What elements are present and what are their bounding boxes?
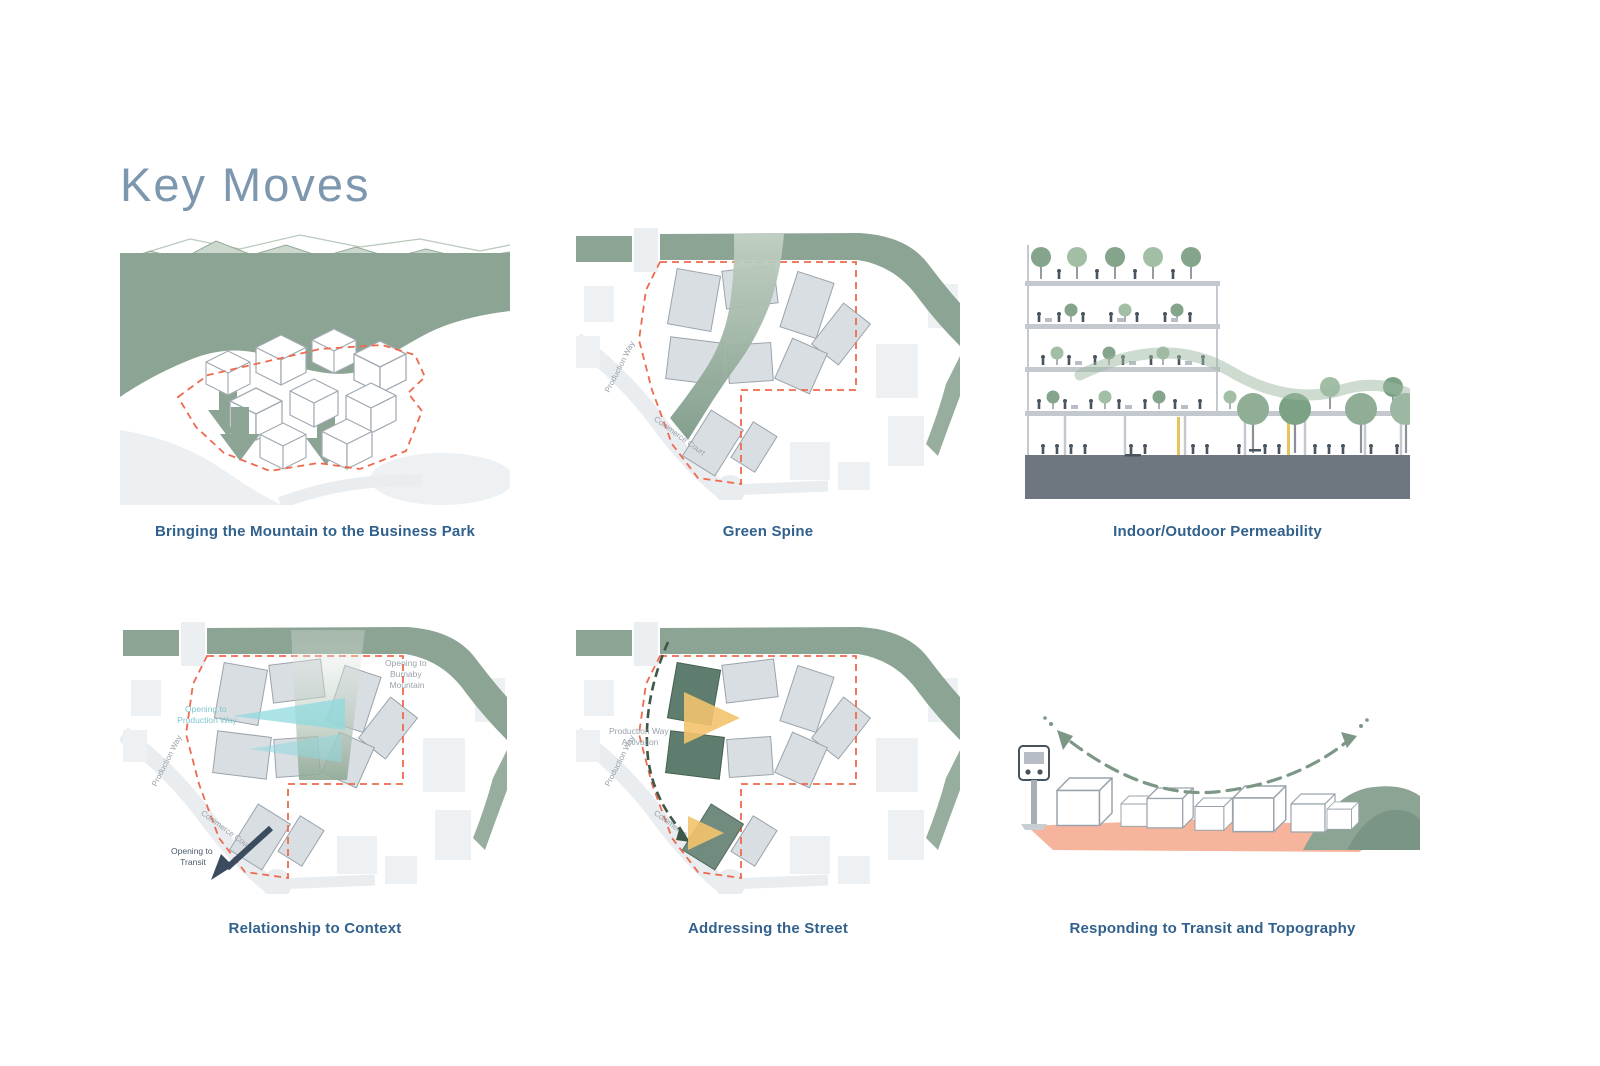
transit-topography-diagram: [1018, 716, 1420, 852]
office-floor: [1037, 302, 1192, 323]
label-production-way-activation: Production Way Activation: [609, 726, 671, 747]
office-floor: [1041, 345, 1205, 366]
panel-transit: Responding to Transit and Topography: [1005, 622, 1420, 937]
caption-green-spine: Green Spine: [722, 523, 814, 540]
topography-hills: [1303, 786, 1420, 850]
transit-opening-arrow: [211, 825, 274, 880]
panel-context: Opening to Burnaby Mountain Opening to P…: [120, 622, 510, 937]
caption-context: Relationship to Context: [228, 920, 402, 937]
ground-people: [1041, 444, 1399, 457]
panel-green-spine: Green Spine: [576, 228, 960, 540]
section-ground: [1025, 455, 1410, 499]
arc-arrowhead-icon: [1341, 732, 1357, 748]
label-opening-production-way: Opening to Production Way: [177, 704, 237, 725]
caption-transit: Responding to Transit and Topography: [1069, 920, 1356, 937]
site-boundary: [176, 344, 427, 472]
accent-column: [1287, 417, 1290, 457]
context-diagram: Opening to Burnaby Mountain Opening to P…: [120, 622, 510, 894]
columns: [1063, 416, 1403, 457]
street-diagram: Production Way Activation: [576, 622, 960, 894]
far-ridge-line: [137, 234, 510, 256]
activation-dashed-line: [645, 641, 683, 833]
roof-garden: [1030, 246, 1202, 280]
caption-mountain: Bringing the Mountain to the Business Pa…: [154, 523, 476, 540]
office-floor: [1037, 389, 1202, 410]
green-spine-diagram: [576, 228, 960, 500]
label-opening-transit: Opening to Transit: [171, 846, 215, 867]
panel-mountain: Bringing the Mountain to the Business Pa…: [120, 225, 510, 540]
context-roads: [120, 430, 510, 505]
permeability-section: [1025, 245, 1410, 499]
green-mass: [120, 253, 510, 397]
panel-street: Production Way Activation Addressing the…: [576, 622, 960, 937]
page-title: Key Moves: [120, 158, 371, 212]
section-building: [1025, 245, 1410, 457]
caption-street: Addressing the Street: [687, 920, 849, 937]
arc-arrowhead-icon: [1057, 730, 1073, 750]
mountain-diagram: [120, 234, 510, 505]
permeability-ribbon: [1074, 347, 1410, 401]
transit-station-icon: [1018, 745, 1050, 830]
production-way-opening-arrows: [233, 698, 345, 762]
label-opening-burnaby-mountain: Opening to Burnaby Mountain: [385, 658, 429, 690]
transit-arc: [1043, 716, 1369, 795]
accent-column: [1177, 417, 1180, 457]
activation-arrowhead-icon: [676, 826, 690, 842]
green-spine-ribbon: [670, 234, 784, 440]
caption-permeability: Indoor/Outdoor Permeability: [1113, 523, 1322, 540]
panel-permeability: Indoor/Outdoor Permeability: [1025, 225, 1410, 540]
street-arrows: [684, 692, 740, 850]
